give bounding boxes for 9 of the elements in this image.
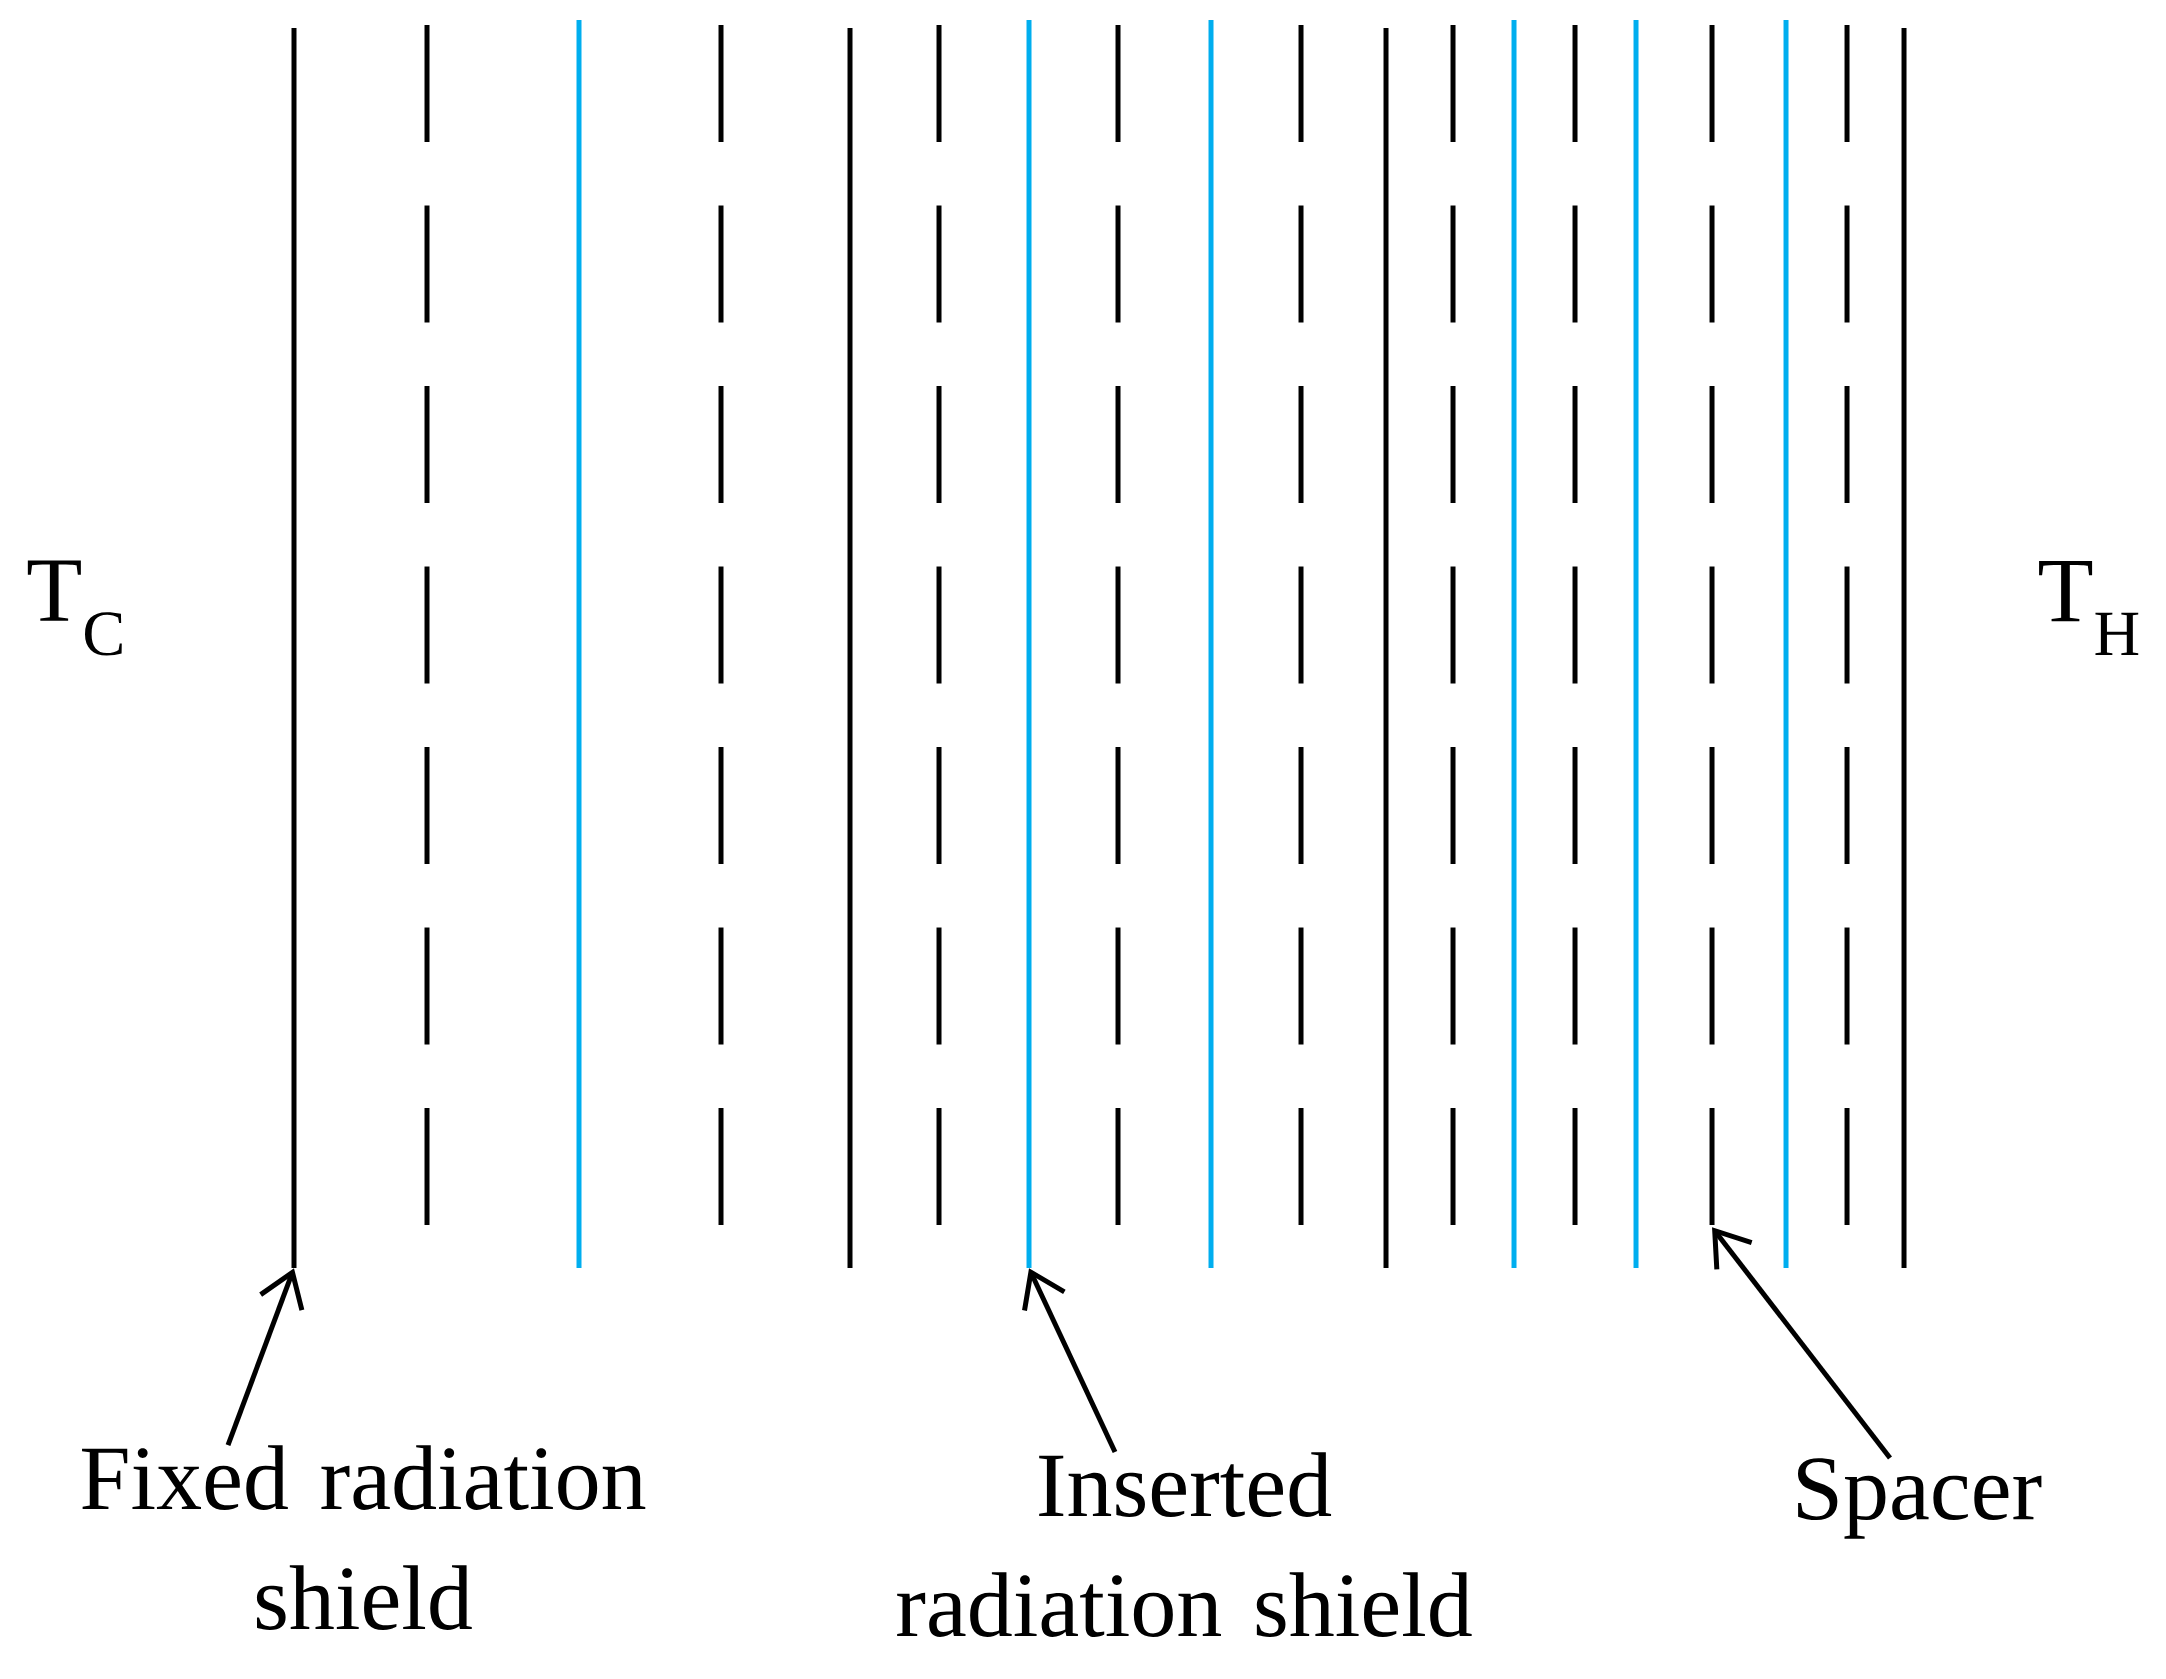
leader-arrow <box>1022 1268 1118 1454</box>
temperature-label: T$_{H}$ <box>2039 561 2139 655</box>
callout-label: Inserted radiation shield <box>897 1452 1472 1637</box>
callout-label: Spacer <box>1798 1458 2042 1539</box>
temperature-label: T$_{C}$ <box>27 560 122 656</box>
dashed-line <box>1709 25 1715 1225</box>
callout-label: Fixed radiation shield <box>82 1445 646 1630</box>
leader-arrow <box>1712 1227 1892 1460</box>
leader-arrow <box>225 1268 305 1446</box>
